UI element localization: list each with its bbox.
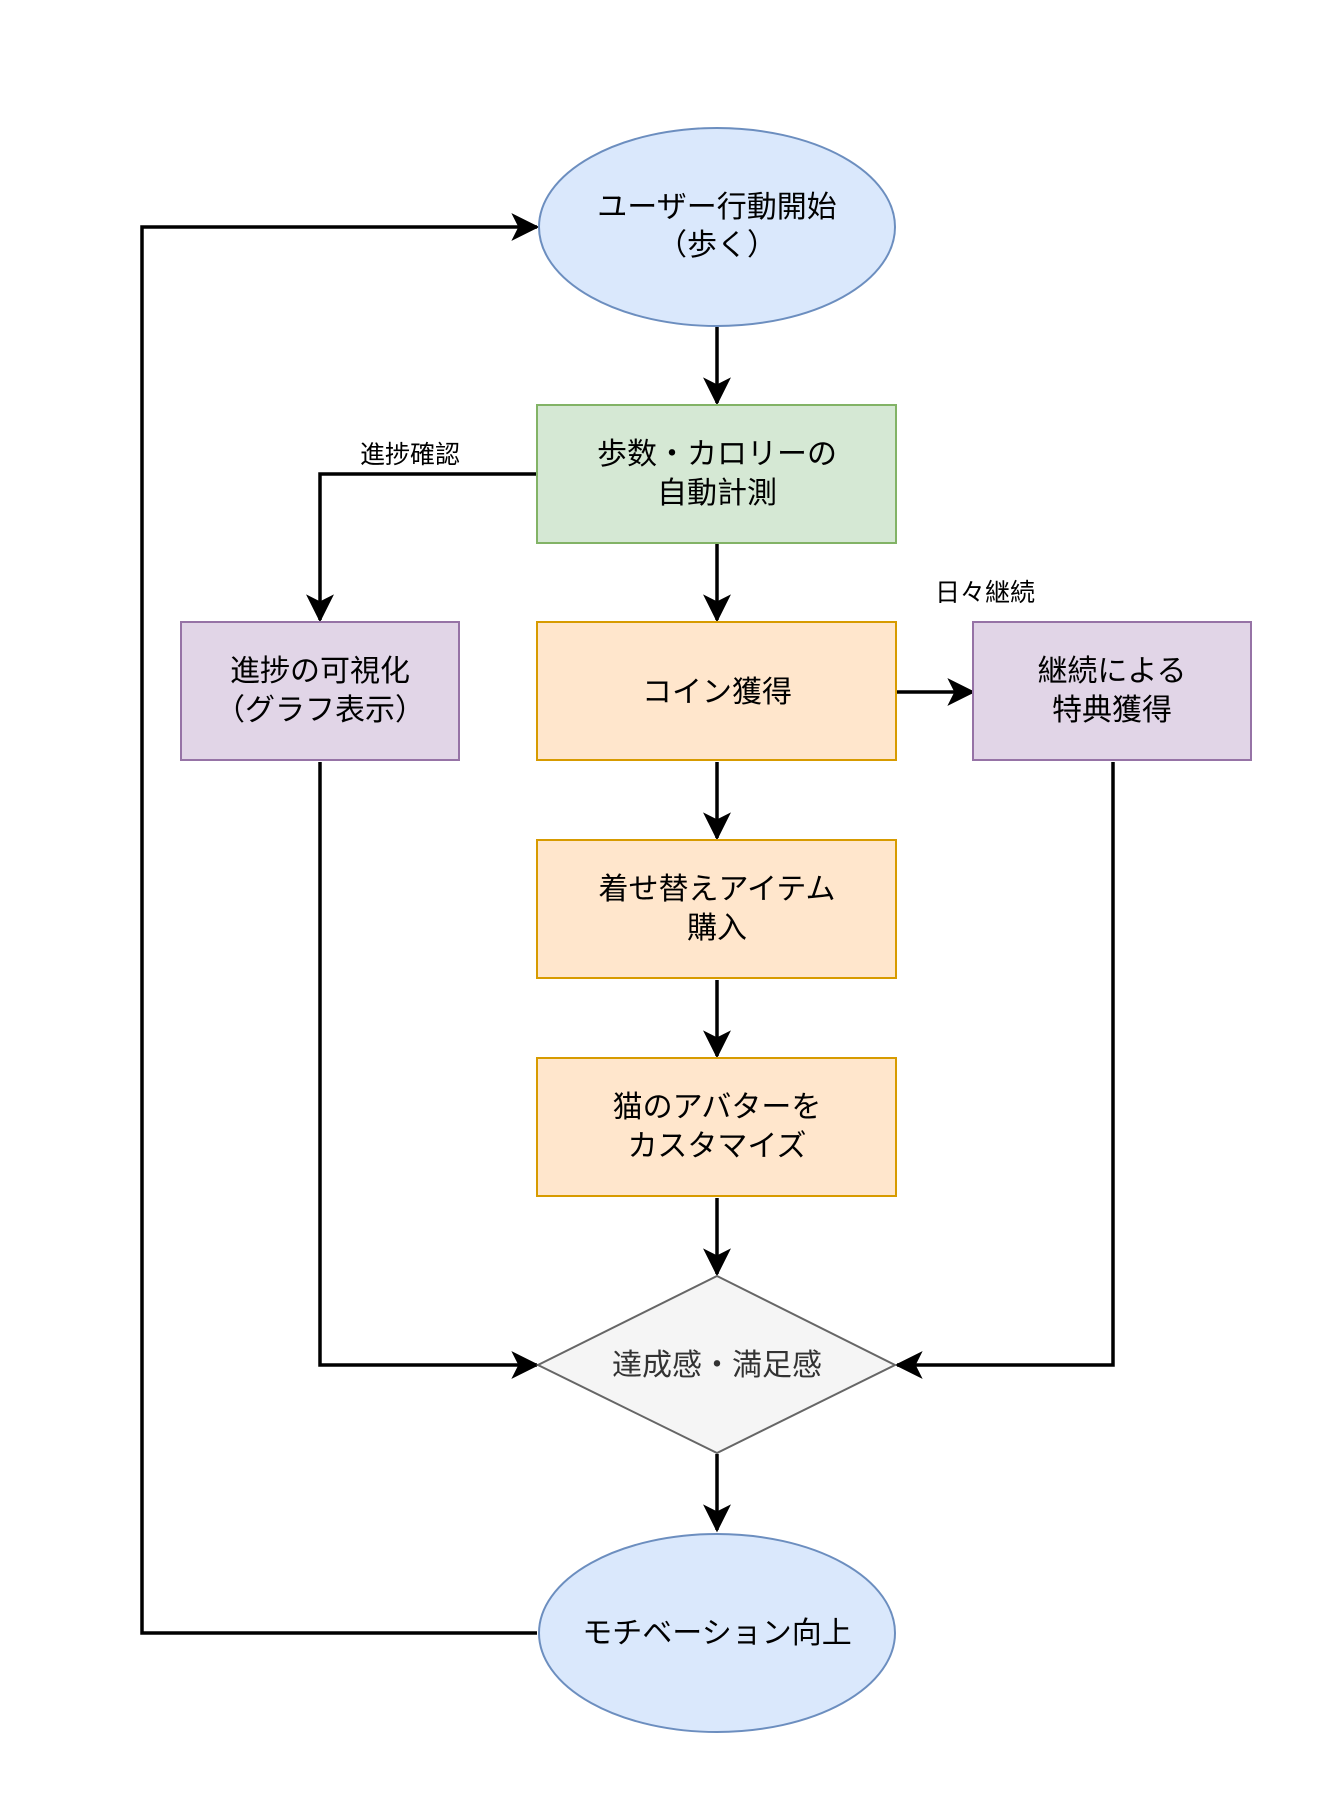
node-start: ユーザー行動開始 （歩く） [538, 127, 896, 327]
motivation-ellipse [538, 1533, 896, 1733]
start-label-line2: （歩く） [657, 228, 777, 263]
measure-box [536, 404, 897, 544]
edge-visualize-to-achievement [318, 762, 540, 1379]
edges [140, 213, 1115, 1635]
customize-label-line1: 猫のアバターを [613, 1090, 822, 1125]
bonus-box [972, 621, 1252, 761]
node-purchase: 着せ替えアイテム 購入 [536, 839, 897, 979]
edge-label-progress-check: 進捗確認 [360, 440, 460, 469]
bonus-label-line2: 特典獲得 [1052, 693, 1172, 728]
coin-label: コイン獲得 [642, 675, 792, 710]
bonus-label-line1: 継続による [1037, 654, 1186, 689]
start-ellipse [538, 127, 896, 327]
visualize-label-line1: 進捗の可視化 [230, 654, 410, 689]
edge-label-daily-continue: 日々継続 [935, 578, 1035, 607]
start-label-line1: ユーザー行動開始 [597, 190, 836, 225]
purchase-label-line2: 購入 [687, 911, 747, 946]
achievement-diamond [535, 1274, 898, 1455]
node-achievement: 達成感・満足感 [535, 1274, 898, 1455]
edge-measure-to-visualize [306, 472, 537, 623]
motivation-label: モチベーション向上 [582, 1616, 851, 1651]
visualize-box [180, 621, 460, 761]
node-visualize: 進捗の可視化 （グラフ表示） [180, 621, 460, 761]
customize-label-line2: カスタマイズ [627, 1129, 806, 1164]
node-measure: 歩数・カロリーの 自動計測 [536, 404, 897, 544]
node-bonus: 継続による 特典獲得 [972, 621, 1252, 761]
achievement-label: 達成感・満足感 [612, 1348, 822, 1383]
coin-box [536, 621, 897, 761]
measure-label-line2: 自動計測 [657, 476, 777, 511]
measure-label-line1: 歩数・カロリーの [597, 437, 837, 472]
edge-bonus-to-achievement [894, 762, 1115, 1379]
node-customize: 猫のアバターを カスタマイズ [536, 1057, 897, 1197]
customize-box [536, 1057, 897, 1197]
visualize-label-line2: （グラフ表示） [215, 693, 425, 728]
edge-motivation-to-start [140, 213, 540, 1635]
node-coin: コイン獲得 [536, 621, 897, 761]
node-motivation: モチベーション向上 [538, 1533, 896, 1733]
purchase-label-line1: 着せ替えアイテム [599, 872, 836, 907]
purchase-box [536, 839, 897, 979]
